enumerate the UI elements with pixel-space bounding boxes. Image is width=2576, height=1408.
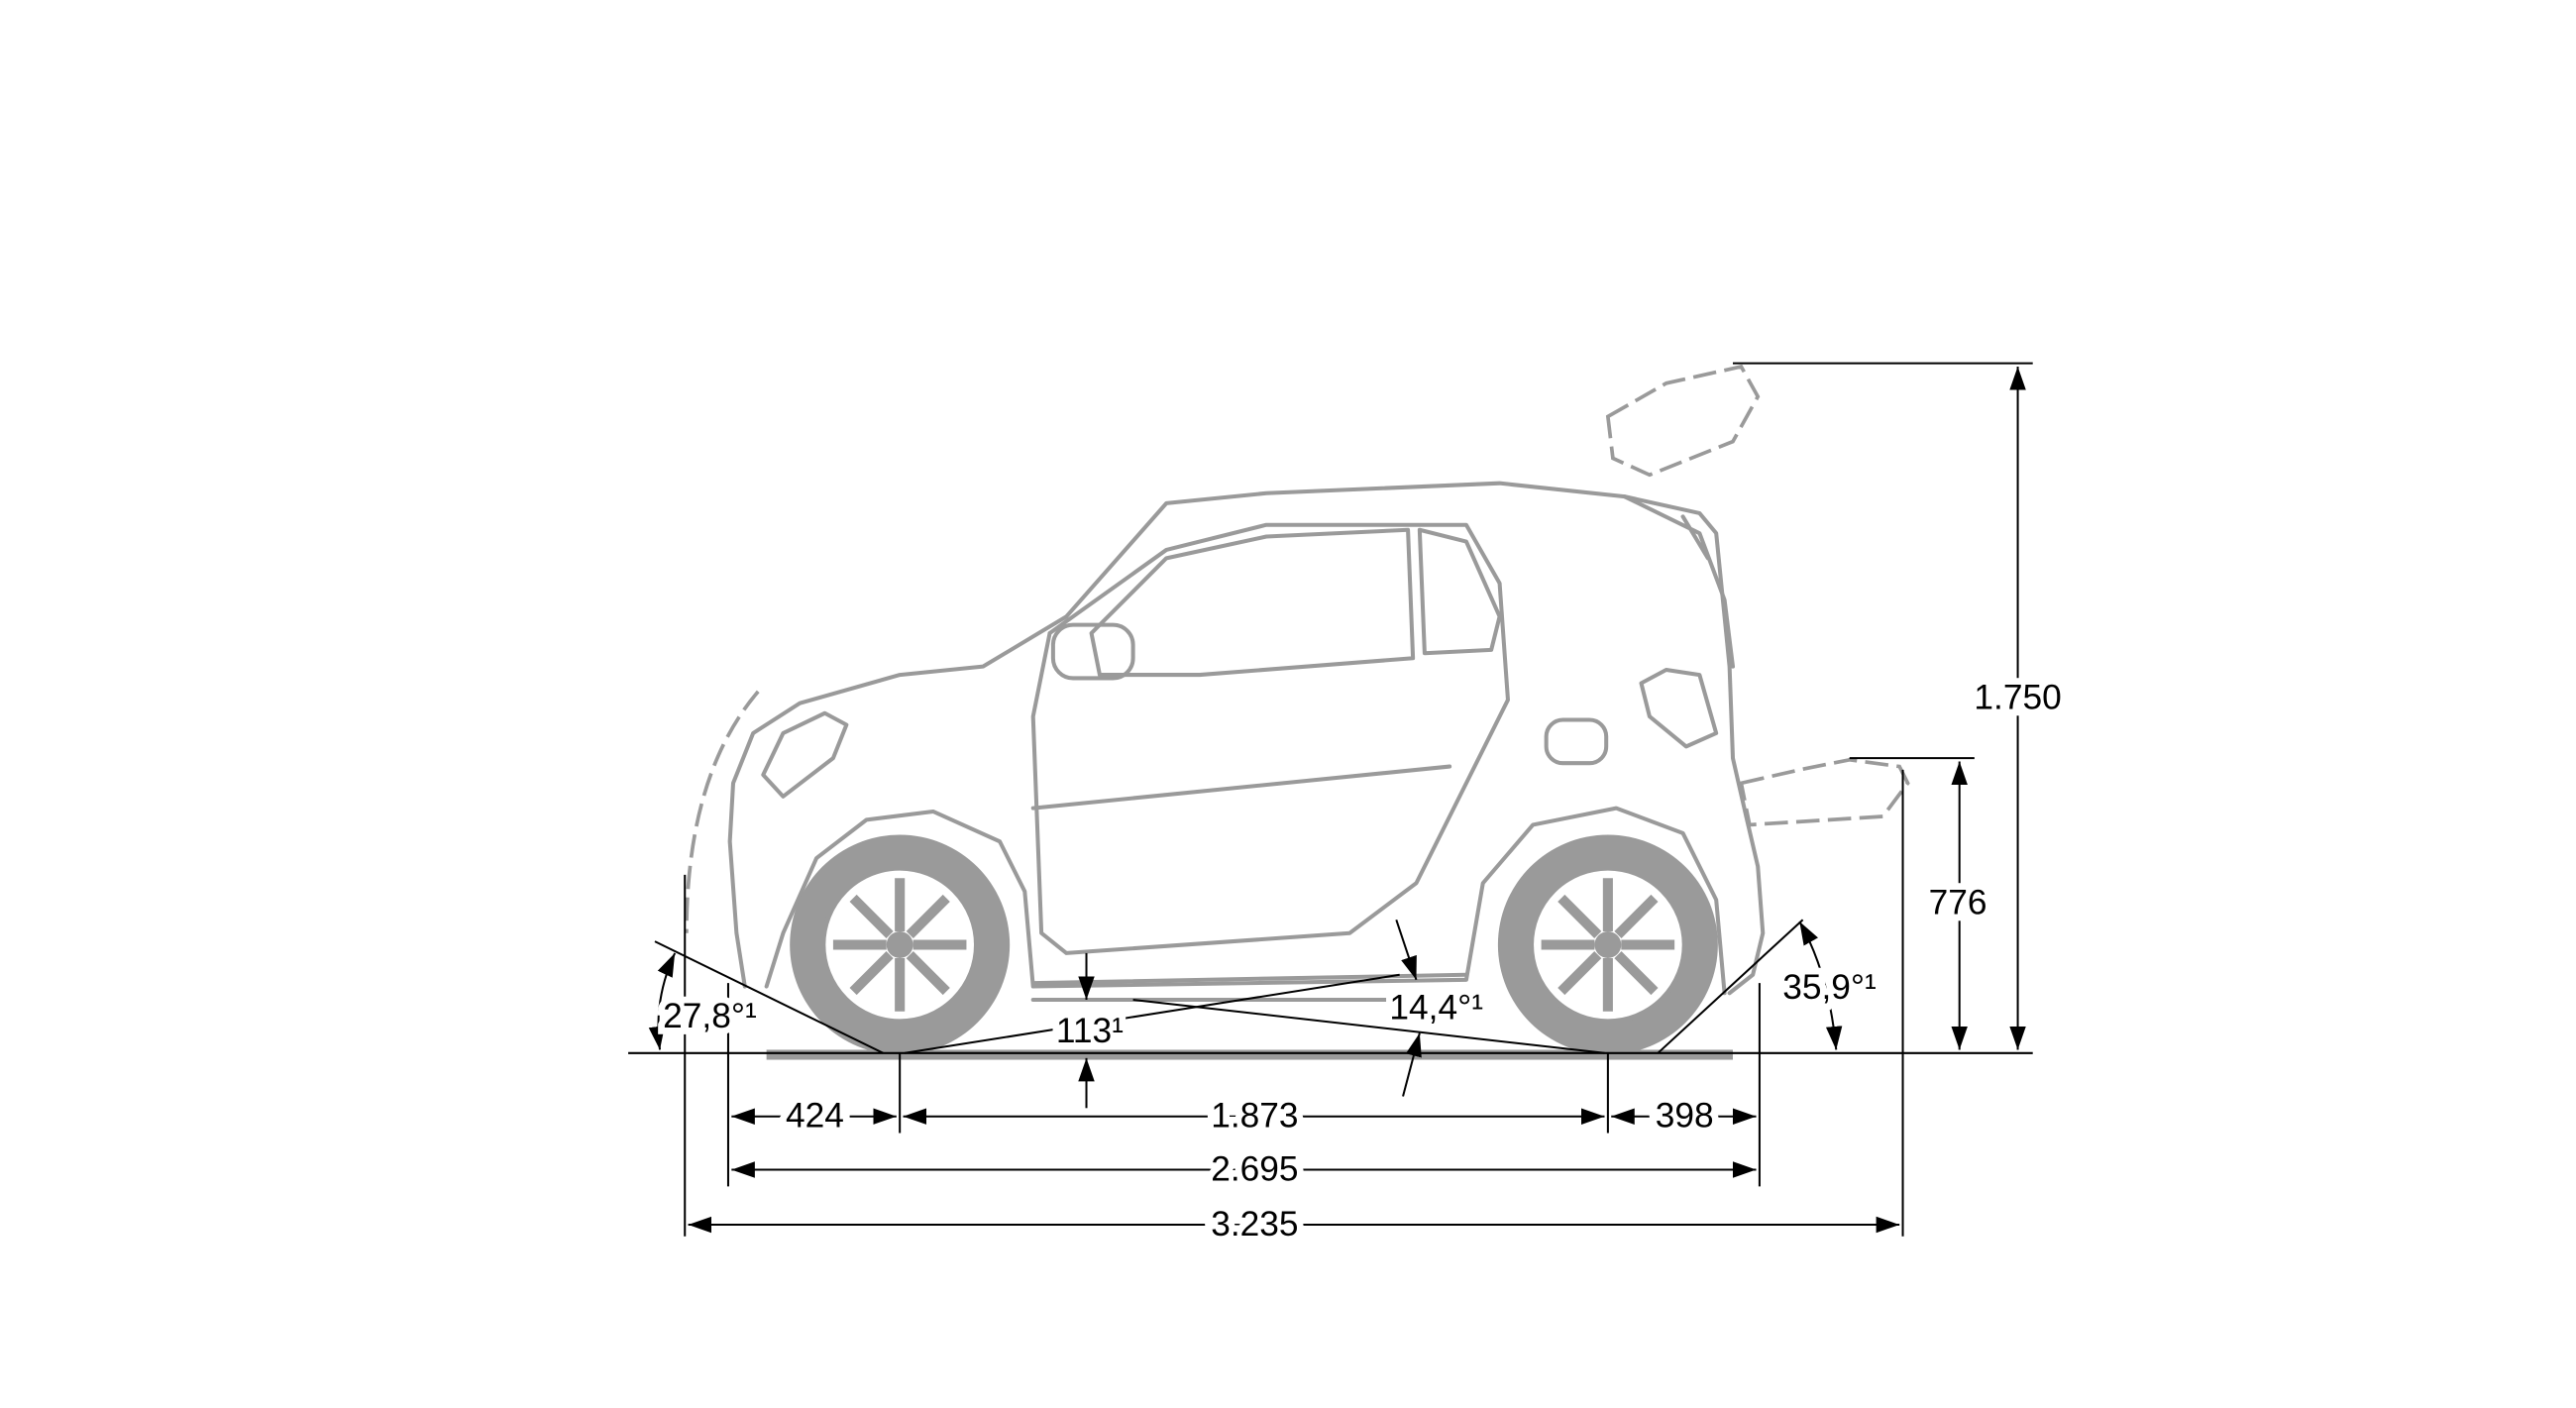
- label-height-776: 776: [1929, 883, 1987, 921]
- rear-window: [1417, 527, 1502, 656]
- car-side-view: [685, 364, 1910, 1060]
- ramp-line-front: [905, 973, 1400, 1054]
- approach-angle-line: [654, 940, 884, 1054]
- label-rear-overhang: 398: [1656, 1097, 1714, 1136]
- label-approach-angle: 27,8°¹: [663, 997, 757, 1035]
- mirror: [1050, 622, 1135, 681]
- label-ground-clearance: 113¹: [1056, 1012, 1124, 1050]
- car-underbody: [764, 806, 1727, 996]
- taillight: [1639, 668, 1719, 749]
- front-grille-dashed: [685, 690, 760, 933]
- ramp-arrow-top: [1395, 919, 1418, 981]
- label-overall-length: 2.695: [1211, 1150, 1298, 1189]
- rear-wheel: [1497, 834, 1718, 1055]
- headlight: [761, 710, 849, 799]
- open-tailgate-lower: [1739, 757, 1910, 827]
- departure-angle-arc: [1798, 921, 1843, 1050]
- ramp-arrow-bottom: [1402, 1032, 1422, 1097]
- door-outline: [1030, 522, 1510, 955]
- label-departure-angle: 35,9°¹: [1782, 968, 1877, 1007]
- ground-shadow: [766, 1049, 1734, 1060]
- side-vent: [1544, 717, 1609, 766]
- front-wheel: [790, 834, 1011, 1055]
- ramp-line-rear: [1132, 998, 1605, 1054]
- label-ramp-angle: 14,4°¹: [1389, 988, 1483, 1027]
- label-length-open: 3.235: [1211, 1205, 1298, 1244]
- departure-angle-line: [1657, 919, 1804, 1054]
- body-crease: [1030, 764, 1452, 811]
- window-outline: [1089, 527, 1416, 678]
- dimension-lines: [628, 362, 2033, 1237]
- car-body-outline: [727, 481, 1766, 996]
- approach-angle-arc: [648, 952, 677, 1050]
- label-front-overhang: 424: [786, 1097, 844, 1136]
- label-height-1750: 1.750: [1974, 679, 2061, 717]
- extension-lines: [684, 769, 1904, 1237]
- label-wheelbase: 1.873: [1211, 1097, 1298, 1136]
- open-tailgate-upper: [1605, 364, 1761, 478]
- hatch-frame: [1622, 494, 1736, 669]
